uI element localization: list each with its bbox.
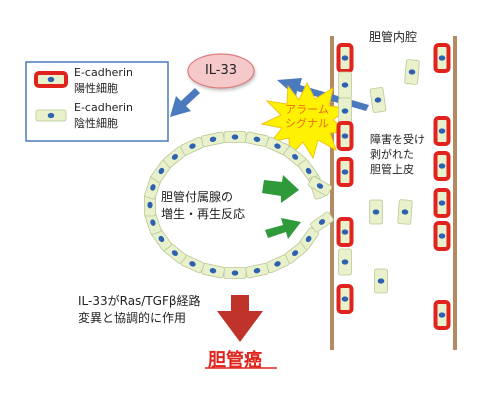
duct-cell-positive <box>433 116 451 146</box>
duct-cell-negative <box>338 97 352 125</box>
gland-cell <box>308 176 332 196</box>
gland-cell <box>265 254 290 274</box>
detached-cell <box>397 199 413 225</box>
green-arrow-upper <box>262 175 299 203</box>
duct-cell-positive <box>433 221 451 251</box>
duct-cell-negative <box>338 248 352 276</box>
gland-cell <box>223 267 247 279</box>
gland-cell <box>223 131 247 143</box>
gland-cell <box>180 136 205 156</box>
duct-cell-positive <box>433 151 451 181</box>
legend-positive-swatch <box>34 71 68 88</box>
green-arrow-lower <box>265 218 301 239</box>
injury-label: 障害を受け 剥がれた 胆管上皮 <box>370 133 425 176</box>
duct-cell-positive <box>336 217 354 247</box>
gland-cell <box>265 136 290 156</box>
duct-cell-positive <box>336 284 354 314</box>
legend-negative-desc: 陰性細胞 <box>74 117 118 130</box>
duct-cell-positive <box>433 300 451 330</box>
il33-label: IL-33 <box>204 63 238 78</box>
gland-label: 胆管付属腺の 増生・再生反応 <box>161 190 246 221</box>
legend-positive-desc: 陽性細胞 <box>74 82 118 95</box>
detached-cell <box>404 59 420 85</box>
duct-cell-positive <box>336 121 354 151</box>
duct-cell-positive <box>336 43 354 73</box>
gland-cell <box>201 262 225 279</box>
detached-cell <box>374 268 388 294</box>
duct-lumen-label: 胆管内腔 <box>369 30 418 44</box>
down-arrow <box>217 295 263 342</box>
duct-cell-positive <box>433 188 451 218</box>
legend-negative-name: E-cadherin <box>74 101 133 114</box>
blue-arrow-to-gland <box>170 88 200 117</box>
il33-bubble <box>187 53 255 89</box>
gland-cell <box>245 262 269 279</box>
gland-cell <box>201 131 225 148</box>
legend-positive-name: E-cadherin <box>74 66 133 79</box>
detached-cell <box>369 87 387 113</box>
alarm-label: アラーム シグナル <box>285 103 329 130</box>
result-label: 胆管癌 <box>208 350 262 371</box>
duct-cell-negative <box>338 71 352 99</box>
mutation-label: IL-33がRas/TGFβ経路 変異と協調的に作用 <box>78 294 201 325</box>
gland-cell <box>245 131 269 148</box>
gland-cell <box>310 211 334 233</box>
legend-negative-swatch <box>35 109 67 122</box>
duct-cell-positive <box>336 157 354 187</box>
detached-cell <box>369 199 383 225</box>
duct-cell-positive <box>433 43 451 73</box>
